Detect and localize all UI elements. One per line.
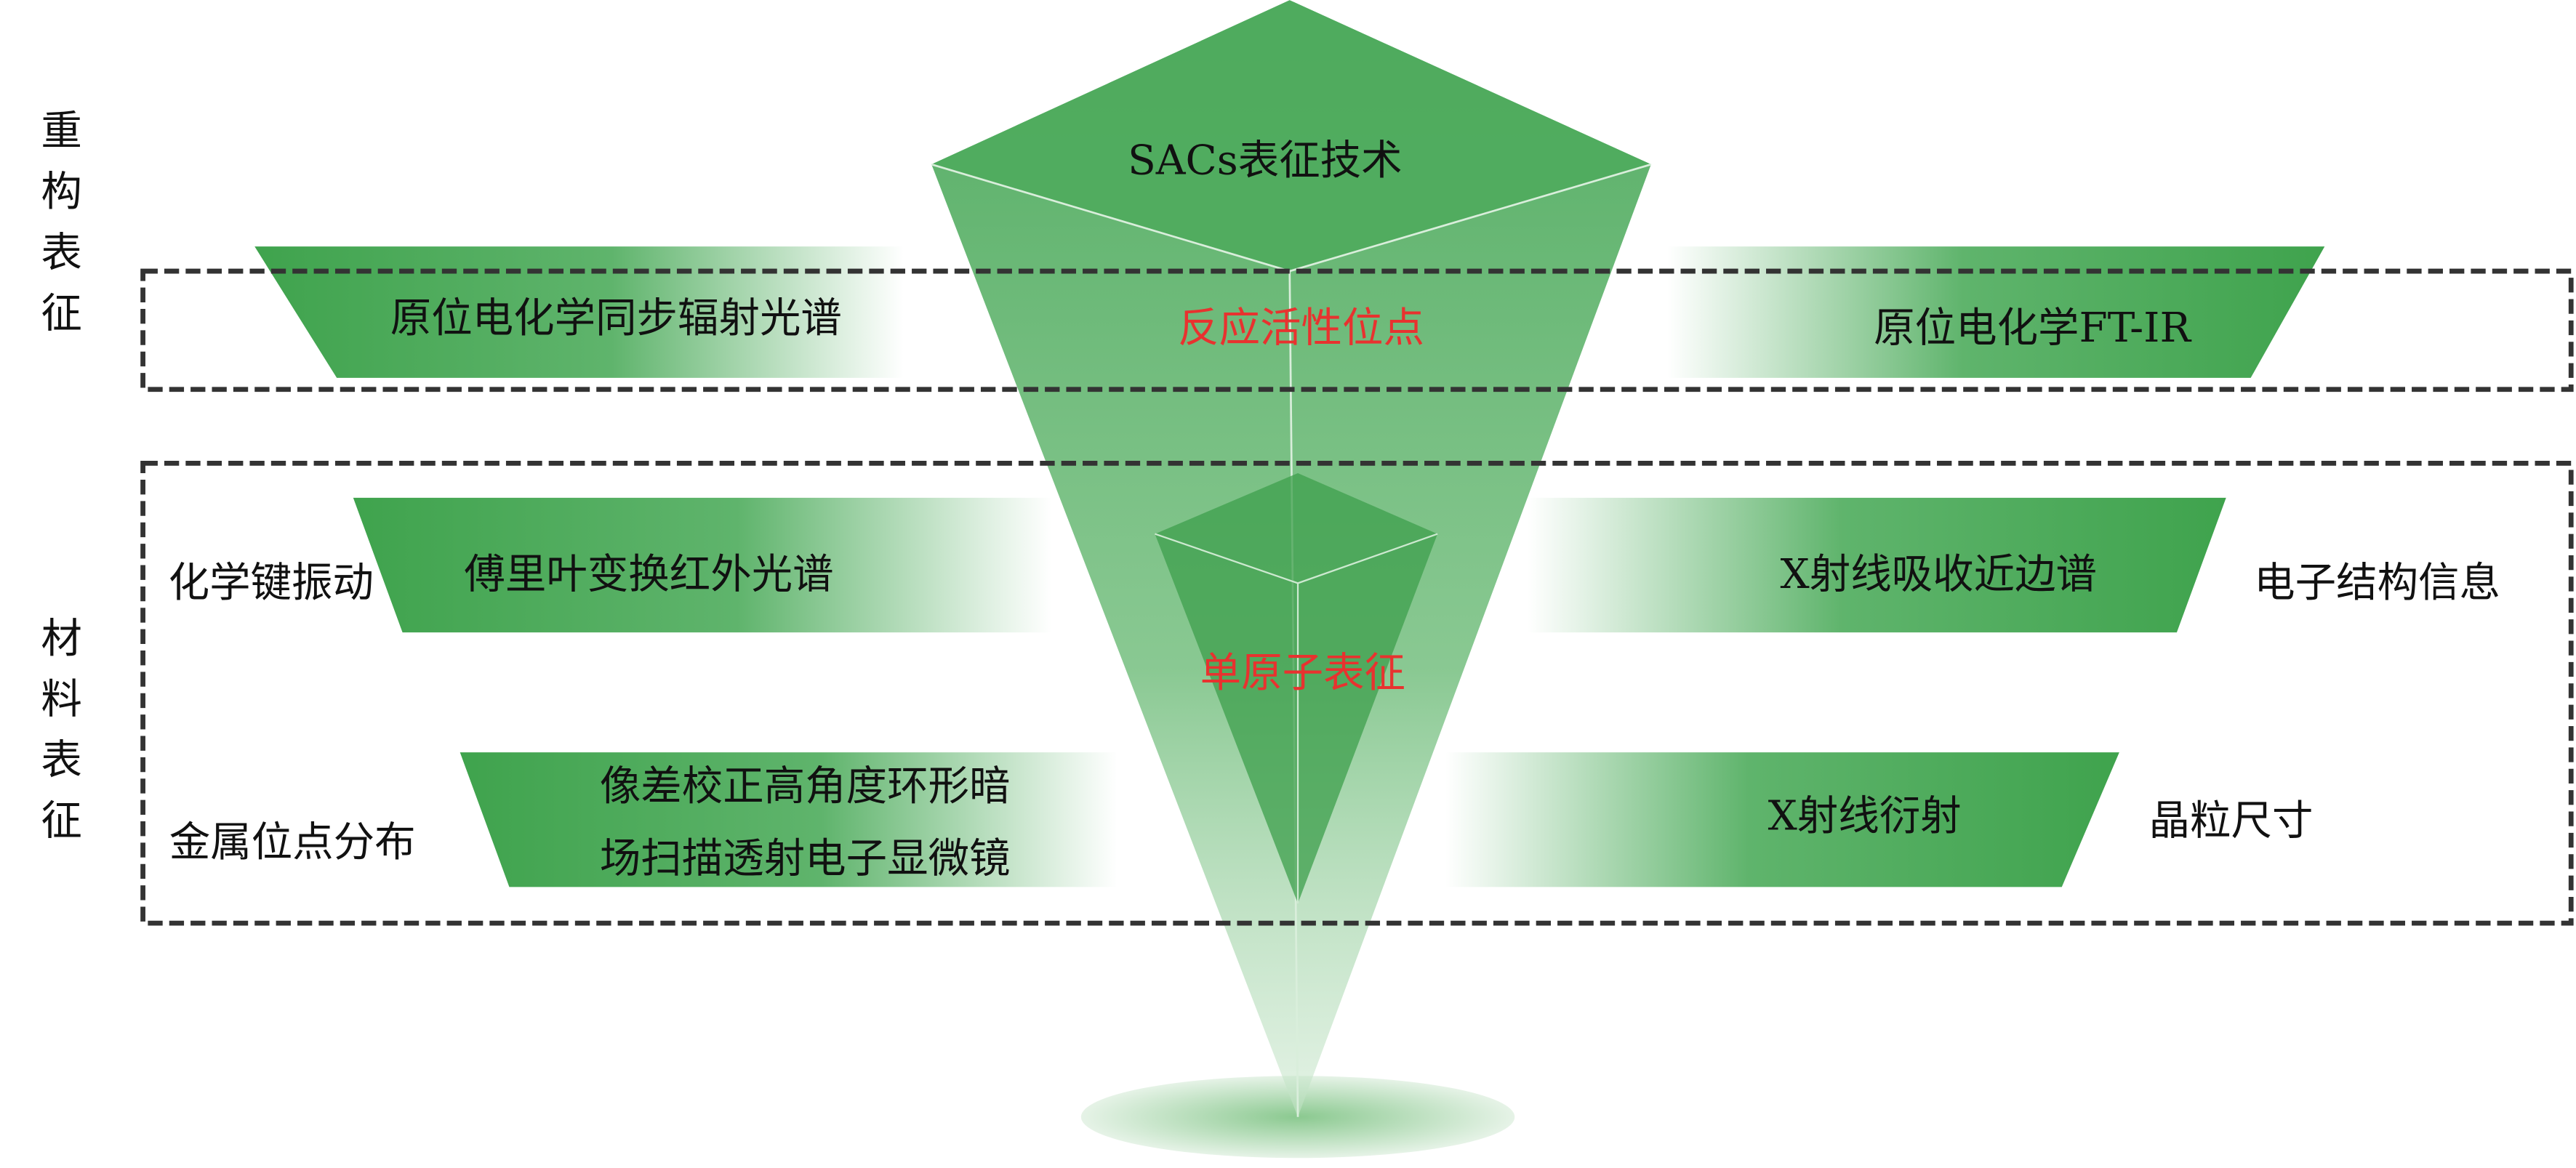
side-label-reconstruction: 重构表征 [34,108,81,351]
technique-sync-radiation: 原位电化学同步辐射光谱 [390,295,842,342]
technique-haadf-line2: 场扫描透射电子显微镜 [600,835,1011,882]
material-box [140,461,2574,926]
technique-xanes: X射线吸收近边谱 [1781,551,2097,598]
technique-xrd: X射线衍射 [1768,792,1962,839]
main-pyramid-top [931,0,1651,272]
property-bond-vibration: 化学键振动 [169,559,374,606]
center-label-reconstruction: 反应活性位点 [1178,305,1424,352]
banner-xrd [1445,752,2119,887]
inner-pyramid [1155,472,1438,903]
technique-haadf-line1: 像差校正高角度环形暗 [600,763,1011,810]
banner-ftir-insitu [1667,246,2325,378]
reconstruction-box [140,268,2574,392]
banner-sync-radiation [254,246,904,378]
property-metal-distribution: 金属位点分布 [169,818,416,866]
center-label-material: 单原子表征 [1200,650,1405,697]
property-electronic-structure: 电子结构信息 [2254,559,2500,606]
diagram-title: SACs表征技术 [1128,137,1403,185]
technique-ftir: 傅里叶变换红外光谱 [464,551,833,598]
banner-xanes [1528,497,2226,633]
banner-ftir [353,497,1052,633]
technique-ftir-insitu: 原位电化学FT-IR [1874,305,2191,352]
side-label-material: 材料表征 [34,616,81,859]
banner-haadf [460,752,1118,887]
property-grain-size: 晶粒尺寸 [2149,797,2314,845]
